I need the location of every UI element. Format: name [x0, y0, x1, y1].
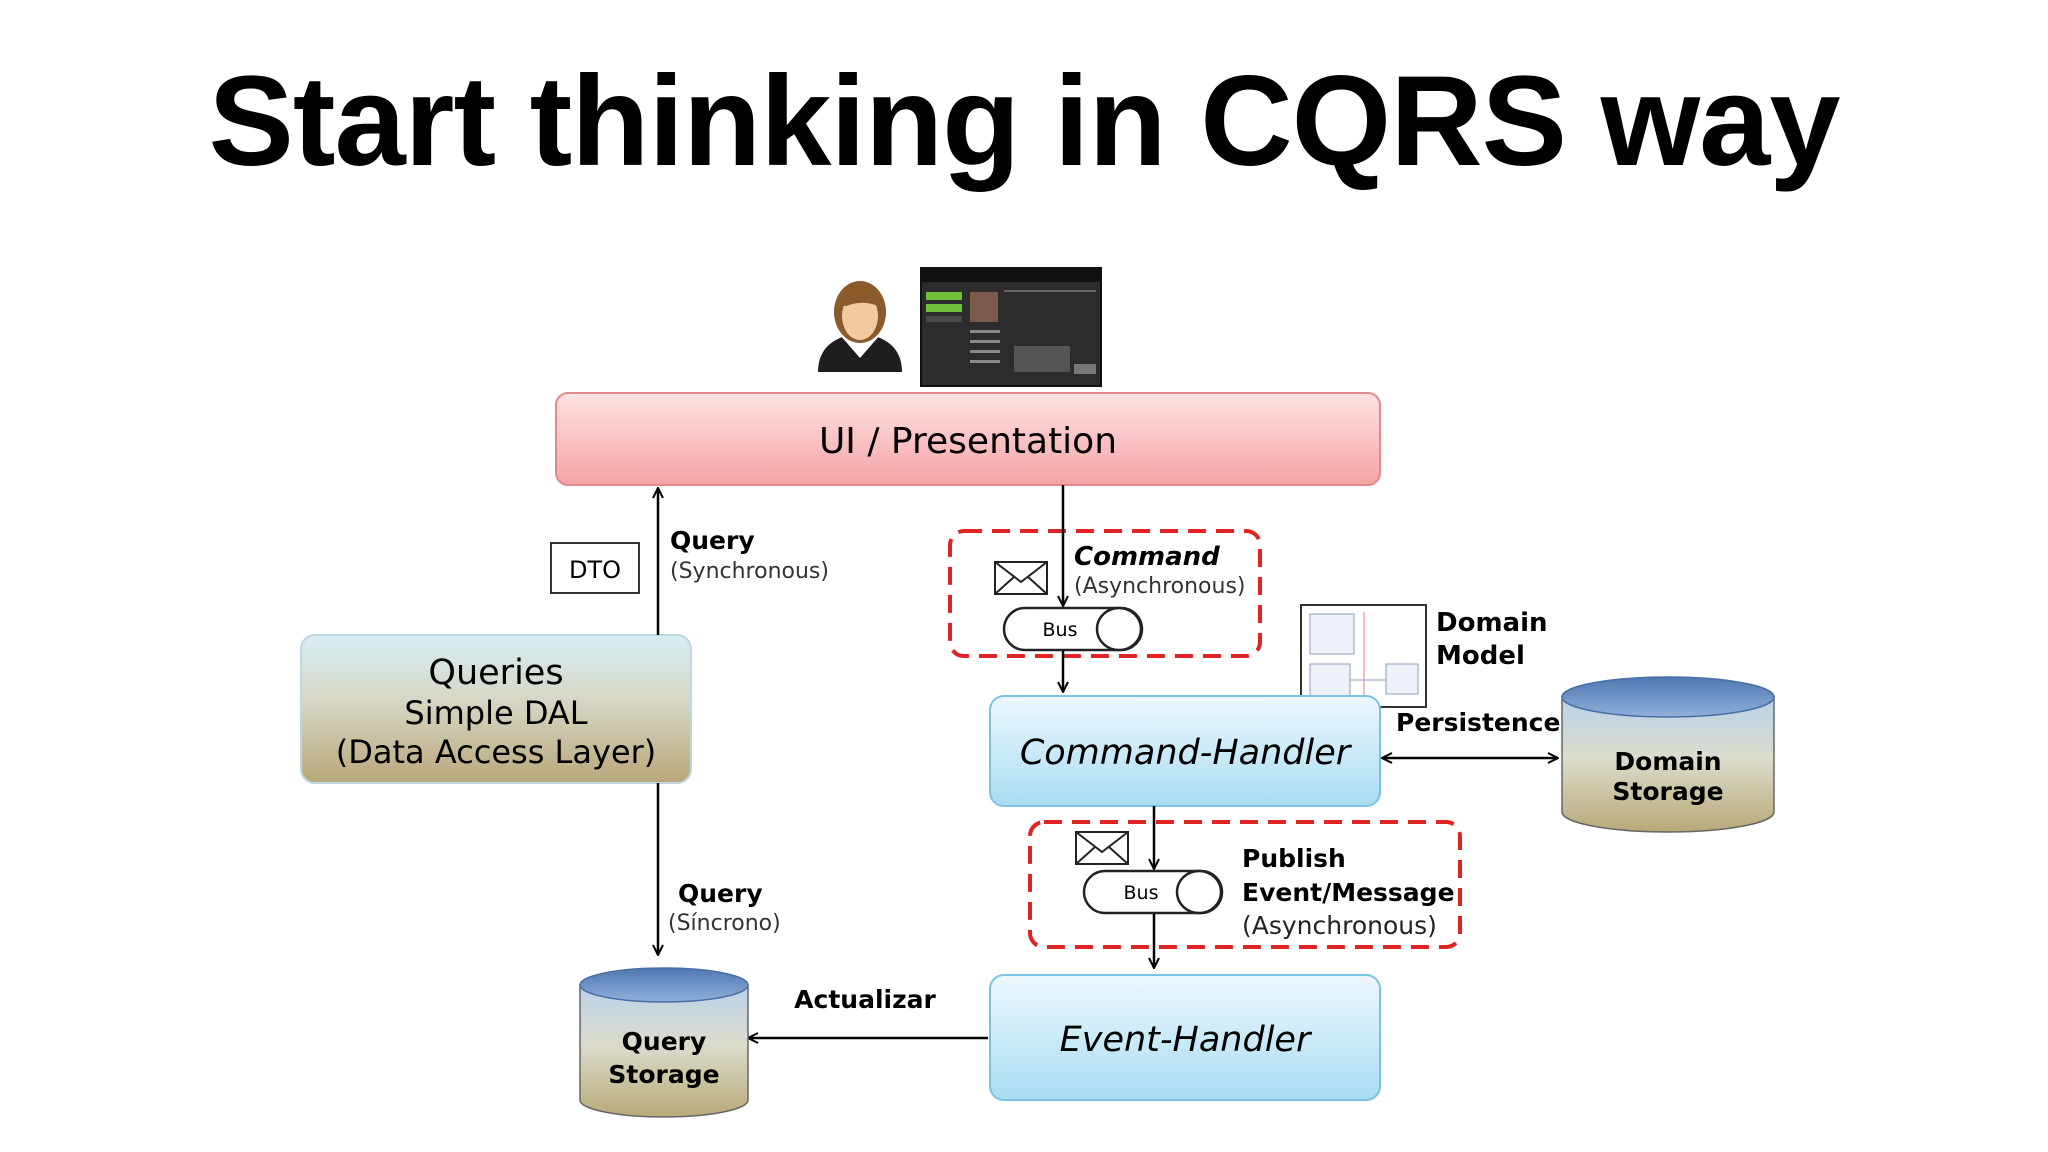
event-handler-box: Event-Handler [989, 974, 1381, 1101]
query-down-sub: (Síncrono) [668, 911, 781, 936]
dto-box: DTO [550, 542, 640, 594]
publish-line3: (Asynchronous) [1242, 911, 1437, 940]
command-handler-label: Command-Handler [1020, 733, 1353, 773]
query-up-sub: (Synchronous) [670, 559, 829, 584]
command-sub: (Asynchronous) [1074, 574, 1246, 599]
user-icon [818, 281, 902, 372]
query-up-label: Query [670, 526, 755, 555]
domain-model-line1: Domain [1436, 608, 1548, 638]
screenshot-thumbnail-icon [920, 267, 1102, 387]
ui-presentation-label: UI / Presentation [819, 421, 1117, 462]
command-handler-box: Command-Handler [989, 695, 1381, 807]
dto-label: DTO [569, 556, 621, 584]
domain-model-diagram-icon [1300, 604, 1427, 708]
command-dashed-frame [948, 529, 1262, 658]
event-bus: Bus [1082, 869, 1224, 915]
event-handler-label: Event-Handler [1060, 1020, 1313, 1060]
event-dashed-frame [1028, 820, 1462, 949]
domain-storage-cylinder: Domain Storage [1561, 676, 1775, 833]
queries-box: Queries Simple DAL (Data Access Layer) [300, 634, 692, 784]
command-label: Command [1074, 542, 1220, 572]
command-bus-label: Bus [1043, 619, 1078, 641]
command-bus: Bus [1002, 606, 1144, 652]
query-down-label: Query [678, 879, 763, 908]
queries-line2: (Data Access Layer) [336, 733, 656, 771]
queries-title: Queries [428, 653, 563, 693]
query-storage-line1: Query [622, 1027, 707, 1056]
domain-model-line2: Model [1436, 641, 1525, 671]
query-storage-line2: Storage [608, 1060, 719, 1089]
ui-presentation-box: UI / Presentation [555, 392, 1381, 486]
persistence-label: Persistence [1396, 708, 1560, 737]
domain-storage-line1: Domain [1614, 747, 1721, 776]
queries-line1: Simple DAL [404, 694, 587, 732]
actualizar-label: Actualizar [794, 985, 936, 1014]
slide-title: Start thinking in CQRS way [208, 50, 1840, 193]
envelope-icon [994, 561, 1048, 595]
publish-line1: Publish [1242, 844, 1346, 873]
publish-line2: Event/Message [1242, 878, 1455, 907]
event-bus-label: Bus [1124, 882, 1159, 904]
event-envelope-icon [1075, 831, 1129, 865]
query-storage-cylinder: Query Storage [579, 967, 749, 1118]
domain-storage-line2: Storage [1612, 777, 1723, 806]
